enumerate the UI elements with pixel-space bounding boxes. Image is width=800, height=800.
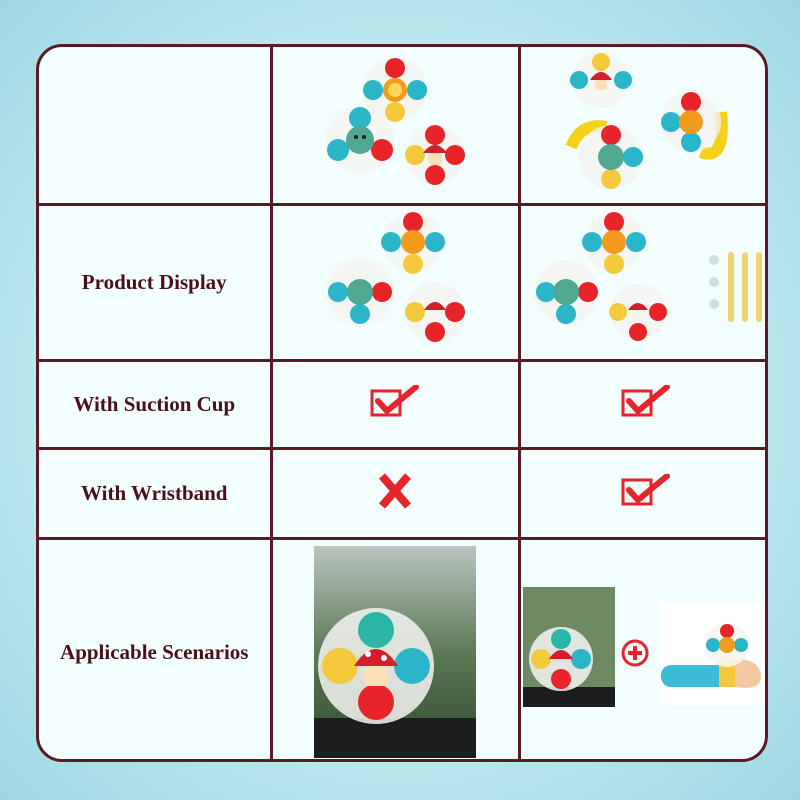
comparison-table: Product Display: [39, 47, 765, 759]
table-row-applicable-scenarios: Applicable Scenarios: [39, 536, 765, 759]
table-row-wristband: With Wristband: [39, 446, 765, 540]
red-plus-circle-icon: [621, 639, 649, 667]
checkbox-check-icon: [370, 384, 419, 416]
wristband-version-b: [517, 446, 765, 540]
product-display-version-b: [517, 202, 765, 362]
product-image-version-a: [269, 47, 521, 206]
suction-cup-version-a: [269, 358, 521, 450]
checkbox-check-icon: [621, 473, 670, 505]
row-label-empty: [39, 47, 273, 206]
product-display-version-a: [269, 202, 521, 362]
spinner-toys-icon: [326, 57, 465, 185]
table-row-suction-cup: With Suction Cup: [39, 358, 765, 450]
row-label-wristband: With Wristband: [39, 446, 273, 540]
red-x-icon: [378, 472, 412, 509]
suction-cup-version-b: [517, 358, 765, 450]
spinner-toys-with-wristbands-icon: [565, 52, 728, 190]
table-row-header: [39, 47, 765, 206]
row-label-applicable-scenarios: Applicable Scenarios: [39, 536, 273, 759]
spinner-set-with-wristbands-icon: [533, 212, 762, 341]
wristband-version-a: [269, 446, 521, 540]
comparison-card: Product Display: [36, 44, 768, 762]
window-suction-scene-icon: [314, 546, 476, 759]
scenario-window-photo: [269, 536, 521, 759]
row-label-suction-cup: With Suction Cup: [39, 358, 273, 450]
product-image-version-b: [517, 47, 765, 206]
window-plus-wristband-scene-icon: [522, 587, 765, 708]
scenario-combined-photo: [517, 536, 765, 759]
table-row-product-display: Product Display: [39, 202, 765, 362]
checkbox-check-icon: [621, 384, 670, 416]
row-label-product-display: Product Display: [39, 202, 273, 362]
spinner-set-icon: [326, 212, 465, 342]
